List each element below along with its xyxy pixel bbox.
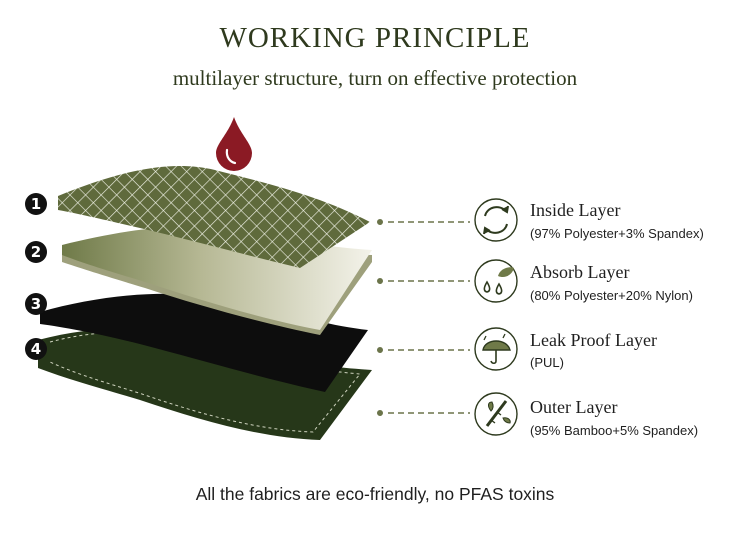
connector-line-3 <box>377 347 470 353</box>
svg-text:1: 1 <box>31 195 41 213</box>
connector-line-1 <box>377 219 470 225</box>
footer-note: All the fabrics are eco-friendly, no PFA… <box>0 484 750 505</box>
connector-line-2 <box>377 278 470 284</box>
svg-text:4: 4 <box>31 340 41 358</box>
layer-number-badge-1: 1 <box>25 193 47 215</box>
svg-text:2: 2 <box>31 243 41 261</box>
layer-material-leak-proof: (PUL) <box>530 355 564 370</box>
layer-material-outer: (95% Bamboo+5% Spandex) <box>530 423 698 438</box>
layer-number-badge-2: 2 <box>25 241 47 263</box>
layer-material-inside: (97% Polyester+3% Spandex) <box>530 226 704 241</box>
layer-name-absorb: Absorb Layer <box>530 262 629 283</box>
layer-number-badge-3: 3 <box>25 293 47 315</box>
layer-name-leak-proof: Leak Proof Layer <box>530 330 657 351</box>
layer-number-badge-4: 4 <box>25 338 47 360</box>
blood-drop-icon <box>216 117 252 171</box>
layer-name-outer: Outer Layer <box>530 397 617 418</box>
connector-line-4 <box>377 410 470 416</box>
layer-name-inside: Inside Layer <box>530 200 620 221</box>
svg-text:3: 3 <box>31 295 41 313</box>
layer-material-absorb: (80% Polyester+20% Nylon) <box>530 288 693 303</box>
